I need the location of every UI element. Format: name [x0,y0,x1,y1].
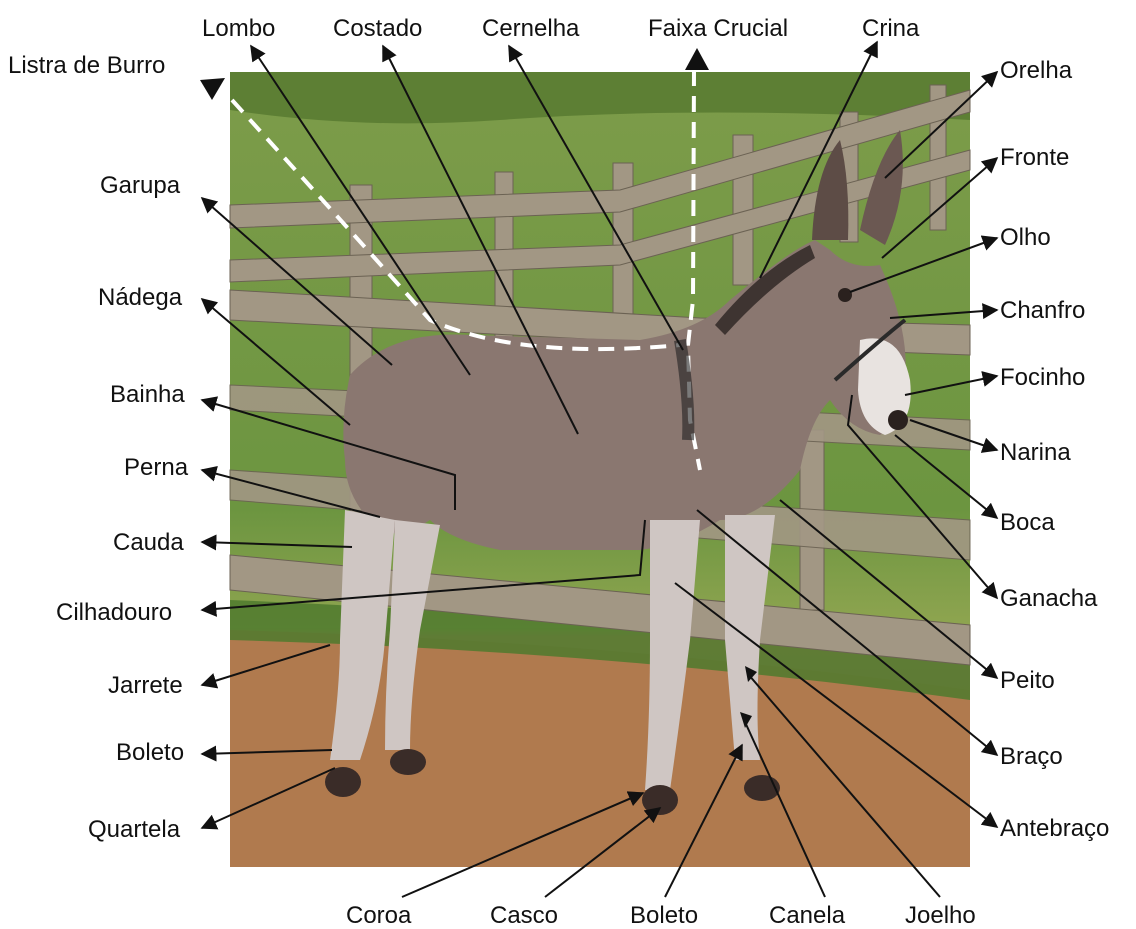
label-crina: Crina [862,15,920,42]
label-boleto-left: Boleto [116,739,184,766]
label-coroa: Coroa [346,902,412,929]
label-focinho: Focinho [1000,364,1085,391]
label-orelha: Orelha [1000,57,1073,84]
label-ganacha: Ganacha [1000,585,1098,612]
label-garupa: Garupa [100,172,181,199]
label-faixa-crucial: Faixa Crucial [648,15,788,42]
faixa-arrowhead [685,48,709,70]
label-bainha: Bainha [110,381,185,408]
label-boleto-bottom: Boleto [630,902,698,929]
label-boca: Boca [1000,509,1055,536]
label-canela: Canela [769,902,846,929]
label-narina: Narina [1000,439,1071,466]
photo [230,70,970,867]
label-nadega: Nádega [98,284,183,311]
label-casco: Casco [490,902,558,929]
label-antebraco: Antebraço [1000,815,1109,842]
label-chanfro: Chanfro [1000,297,1085,324]
label-costado: Costado [333,15,422,42]
label-braco: Braço [1000,743,1063,770]
label-cauda: Cauda [113,529,184,556]
label-listra-de-burro: Listra de Burro [8,52,165,79]
label-peito: Peito [1000,667,1055,694]
label-lombo: Lombo [202,15,275,42]
label-cilhadouro: Cilhadouro [56,599,172,626]
donkey-eye [838,288,852,302]
label-perna: Perna [124,454,189,481]
label-jarrete: Jarrete [108,672,183,699]
label-fronte: Fronte [1000,144,1069,171]
donkey-nostril [888,410,908,430]
listra-arrowhead [200,78,225,100]
label-cernelha: Cernelha [482,15,580,42]
label-quartela: Quartela [88,816,181,843]
label-olho: Olho [1000,224,1051,251]
label-joelho: Joelho [905,902,976,929]
